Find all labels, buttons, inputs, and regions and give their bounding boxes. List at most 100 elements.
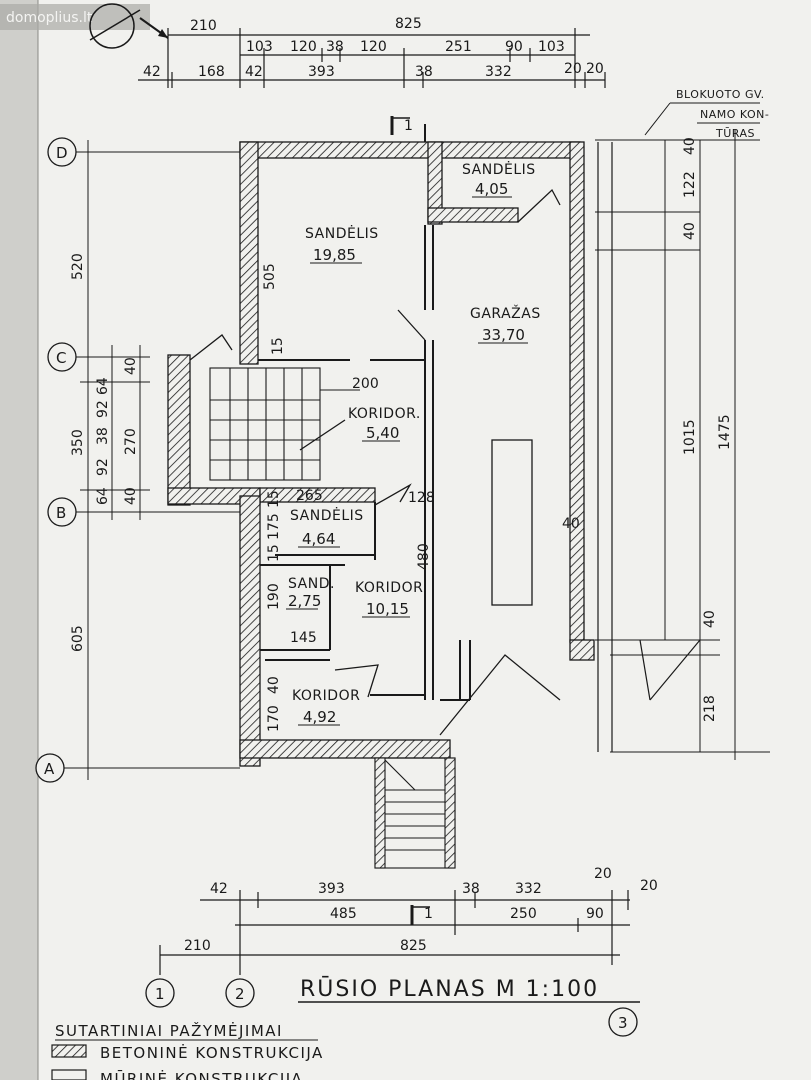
dim-left-38: 38 — [95, 427, 111, 445]
dim-right-122: 122 — [682, 171, 698, 198]
axis-D: D — [47, 137, 77, 167]
dim-left-270: 270 — [123, 428, 139, 455]
axis-label-C: C — [56, 349, 66, 367]
room-name: KORIDOR. — [348, 406, 421, 422]
room-name: GARAŽAS — [470, 304, 541, 322]
axis-label-1: 1 — [155, 985, 165, 1003]
dim-bot-20a: 20 — [594, 866, 612, 882]
dim-bot-393: 393 — [318, 881, 345, 897]
dim-left-350: 350 — [70, 429, 86, 456]
doors — [189, 188, 561, 736]
dim-bot-825: 825 — [400, 938, 427, 954]
left-margin — [0, 0, 38, 1080]
dim-left-520: 520 — [70, 253, 86, 280]
axis-B: B — [47, 497, 77, 527]
dim-top-825: 825 — [395, 16, 422, 32]
dim-top-393: 393 — [308, 64, 335, 80]
axis-label-2: 2 — [235, 985, 245, 1003]
staircase-exterior — [374, 757, 456, 869]
dim-right-1475: 1475 — [717, 414, 733, 450]
dim-170: 170 — [266, 705, 282, 732]
dim-top-38b: 38 — [415, 64, 433, 80]
legend-heading: SUTARTINIAI PAŽYMĖJIMAI — [55, 1021, 283, 1040]
dim-right-218: 218 — [702, 695, 718, 722]
legend: SUTARTINIAI PAŽYMĖJIMAI BETONINĖ KONSTRU… — [51, 1021, 324, 1080]
room-sandelis-464: SANDĖLIS 4,64 — [290, 506, 363, 548]
dim-bot-42: 42 — [210, 881, 228, 897]
room-area: 4,05 — [475, 180, 508, 198]
room-area: 4,92 — [303, 708, 336, 726]
dim-265: 265 — [296, 488, 323, 504]
dim-top-103b: 103 — [538, 39, 565, 55]
dim-left-64b: 64 — [95, 487, 111, 505]
dim-bot-210: 210 — [184, 938, 211, 954]
dim-480: 480 — [416, 543, 432, 570]
note-line-1: BLOKUOTO GV. — [676, 88, 765, 101]
dim-left-64a: 64 — [95, 377, 111, 395]
axis-label-3: 3 — [618, 1014, 628, 1032]
dim-top-38a: 38 — [326, 39, 344, 55]
room-name: SAND. — [288, 576, 335, 592]
interior-dimension-labels: 505 15 200 265 15 128 175 15 480 190 145… — [262, 263, 580, 732]
dim-right-40a: 40 — [682, 137, 698, 155]
dim-top-42: 42 — [143, 64, 161, 80]
dim-bot-20b: 20 — [640, 878, 658, 894]
dim-left-92a: 92 — [95, 400, 111, 418]
dim-bot-332: 332 — [515, 881, 542, 897]
dim-right-40b: 40 — [682, 222, 698, 240]
right-dimension-lines — [595, 130, 770, 760]
legend-item-concrete: BETONINĖ KONSTRUKCIJA — [100, 1043, 324, 1062]
dim-bot-38: 38 — [462, 881, 480, 897]
room-name: SANDĖLIS — [462, 160, 536, 178]
dim-left-605: 605 — [70, 625, 86, 652]
dim-bot-485: 485 — [330, 906, 357, 922]
dim-175: 175 — [266, 513, 282, 540]
legend-swatch-masonry — [51, 1069, 87, 1080]
neighbour-wall — [597, 142, 701, 752]
room-koridor-492: KORIDOR 4,92 — [292, 688, 360, 726]
room-area: 19,85 — [313, 246, 356, 264]
drawing-title: RŪSIO PLANAS M 1:100 — [300, 976, 599, 1002]
compass-icon — [89, 3, 169, 49]
dim-top-20a: 20 — [564, 61, 582, 77]
room-sandelis-1985: SANDĖLIS 19,85 — [305, 224, 379, 264]
room-name: SANDĖLIS — [305, 224, 379, 242]
dim-top-332: 332 — [485, 64, 512, 80]
dim-15c: 15 — [266, 544, 282, 562]
dim-top-251: 251 — [445, 39, 472, 55]
dim-145: 145 — [290, 630, 317, 646]
dim-right-40c: 40 — [702, 610, 718, 628]
axis-C: C — [47, 342, 77, 372]
left-dimension-labels: 520 350 605 64 92 92 64 40 38 270 40 — [70, 253, 139, 652]
blokuoto-note: BLOKUOTO GV. NAMO KON- TŪRAS — [644, 88, 769, 140]
dim-left-92b: 92 — [95, 458, 111, 476]
dim-40-corr: 40 — [266, 676, 282, 694]
room-koridor-540: KORIDOR. 5,40 — [348, 406, 421, 442]
axis-2: 2 — [225, 978, 255, 1008]
watermark: domoplius.lt — [6, 10, 93, 26]
dim-505: 505 — [262, 263, 278, 290]
room-area: 33,70 — [482, 326, 525, 344]
room-name: KORIDOR — [355, 580, 423, 596]
bottom-dimension-lines — [159, 890, 630, 975]
dim-15b: 15 — [266, 490, 282, 508]
dim-bot-250: 250 — [510, 906, 537, 922]
bottom-dimension-labels: 42 393 38 332 20 20 485 250 90 210 825 — [184, 866, 658, 954]
section-marker-bottom: 1 — [410, 905, 433, 925]
dim-40-garage: 40 — [562, 516, 580, 532]
dim-top-210: 210 — [190, 18, 217, 34]
note-line-2: NAMO KON- — [700, 108, 769, 121]
room-sandelis-405: SANDĖLIS 4,05 — [462, 160, 536, 198]
dim-top-20b: 20 — [586, 61, 604, 77]
top-dimensions — [138, 28, 606, 88]
room-area: 2,75 — [288, 592, 321, 610]
left-axis-lines — [60, 140, 240, 780]
room-area: 4,64 — [302, 530, 335, 548]
axis-1: 1 — [145, 978, 175, 1008]
axis-label-D: D — [56, 144, 68, 162]
dim-left-40b: 40 — [123, 487, 139, 505]
legend-swatch-concrete — [51, 1044, 87, 1058]
legend-item-masonry: MŪRINĖ KONSTRUKCIJA — [100, 1069, 303, 1080]
svg-text:1: 1 — [424, 906, 433, 922]
